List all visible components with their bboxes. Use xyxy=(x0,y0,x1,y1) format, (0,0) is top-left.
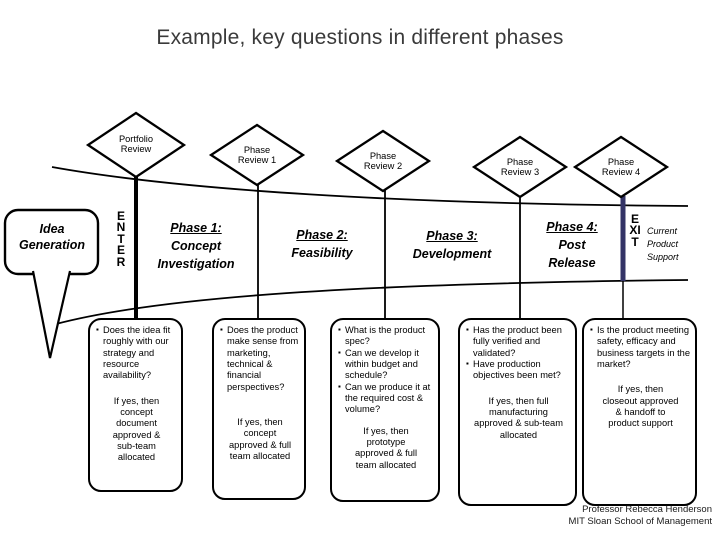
question-bullet: Has the product been fully verified and … xyxy=(466,325,571,359)
page-title: Example, key questions in different phas… xyxy=(156,26,564,49)
exit-label: EXIT xyxy=(629,212,641,249)
phase-review-3-diamond xyxy=(471,135,569,199)
portfolio-review-diamond xyxy=(85,111,187,179)
exit-note: Current Product Support xyxy=(647,226,679,263)
question-box-phase-5: Is the product meeting safety, efficacy … xyxy=(582,318,697,506)
question-box-phase-4: Has the product been fully verified and … xyxy=(458,318,577,506)
question-bullet: Can we develop it within budget and sche… xyxy=(338,348,434,382)
question-bullet: Is the product meeting safety, efficacy … xyxy=(590,325,691,370)
outcome-text: If yes, then prototype approved & full t… xyxy=(354,425,418,470)
phase-3-label: Phase 3: Development xyxy=(398,228,506,264)
attribution-school: MIT Sloan School of Management xyxy=(568,516,712,528)
outcome-text: If yes, then concept document approved &… xyxy=(112,395,161,463)
phase-1-name: Phase 1: xyxy=(170,221,222,235)
gate-label-phase-review-4: Phase Review 4 xyxy=(601,157,641,178)
question-box-phase-1: Does the idea fit roughly with our strat… xyxy=(88,318,183,492)
gate-label-portfolio-review: Portfolio Review xyxy=(118,134,154,155)
question-bullet: What is the product spec? xyxy=(338,325,434,348)
phase-2-subtitle: Feasibility xyxy=(291,245,353,260)
attribution-name: Professor Rebecca Henderson xyxy=(582,504,712,515)
phase-4-subtitle: Post Release xyxy=(548,237,596,270)
enter-label: ENTER xyxy=(116,209,126,269)
phase-1-subtitle: Concept Investigation xyxy=(157,238,235,271)
phase-2-name: Phase 2: xyxy=(296,228,348,242)
phase-3-name: Phase 3: xyxy=(426,229,478,243)
phase-review-1-diamond xyxy=(208,123,306,187)
funnel-top-curve xyxy=(51,166,689,207)
gate-label-phase-review-3: Phase Review 3 xyxy=(500,157,540,178)
gate-label-phase-review-2: Phase Review 2 xyxy=(363,151,403,172)
phase-3-subtitle: Development xyxy=(412,246,492,261)
idea-generation-label: Idea Generation xyxy=(19,222,85,252)
gate-label-phase-review-1: Phase Review 1 xyxy=(237,145,277,166)
outcome-text: If yes, then closeout approved & handoff… xyxy=(602,384,679,429)
idea-bubble-tail xyxy=(31,270,72,359)
phase-2-label: Phase 2: Feasibility xyxy=(272,227,372,263)
question-bullet: Does the idea fit roughly with our strat… xyxy=(96,325,177,382)
outcome-text: If yes, then concept approved & full tea… xyxy=(228,416,292,461)
question-box-phase-3: What is the product spec? Can we develop… xyxy=(330,318,440,502)
phase-1-label: Phase 1: Concept Investigation xyxy=(146,220,246,273)
outcome-text: If yes, then full manufacturing approved… xyxy=(474,395,563,440)
phase-4-name: Phase 4: xyxy=(546,220,598,234)
phase-review-4-diamond xyxy=(572,135,670,199)
question-box-phase-2: Does the product make sense from marketi… xyxy=(212,318,306,500)
phase-review-2-diamond xyxy=(334,129,432,193)
question-bullet: Does the product make sense from marketi… xyxy=(220,325,300,393)
phase-4-label: Phase 4: Post Release xyxy=(543,219,601,272)
question-bullet: Can we produce it at the required cost &… xyxy=(338,382,434,416)
attribution: Professor Rebecca Henderson MIT Sloan Sc… xyxy=(400,504,712,529)
question-bullet: Have production objectives been met? xyxy=(466,359,571,382)
